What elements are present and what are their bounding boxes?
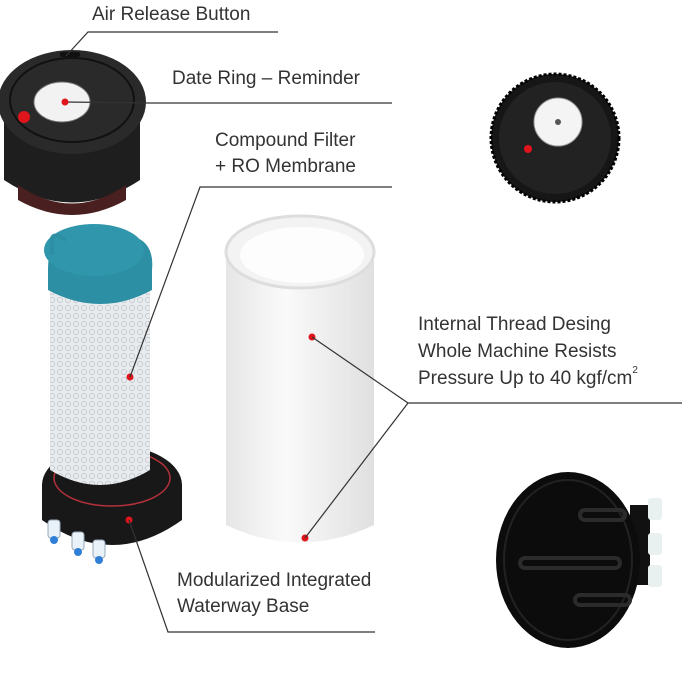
label-date-ring: Date Ring – Reminder (172, 68, 360, 89)
label-modularized: Modularized Integrated (177, 570, 372, 591)
label-whole-machine: Whole Machine Resists (418, 341, 617, 362)
white-housing-tube (224, 214, 376, 543)
label-ro-membrane: + RO Membrane (215, 156, 356, 177)
label-waterway-base: Waterway Base (177, 596, 310, 617)
filter-cap-angled (0, 50, 149, 215)
label-compound-filter: Compound Filter (215, 130, 356, 151)
leader-lines (65, 31, 682, 633)
label-pressure: Pressure Up to 40 kgf/cm2 (418, 366, 638, 392)
label-internal-thread: Internal Thread Desing (418, 314, 611, 335)
pressure-text: Pressure Up to 40 kgf/cm (418, 368, 633, 389)
label-air-release-button: Air Release Button (92, 4, 251, 25)
pressure-superscript: 2 (632, 365, 638, 376)
compound-filter-cartridge (42, 224, 182, 564)
waterway-base-bottom-view (496, 472, 662, 648)
filter-cap-top-view (489, 72, 621, 204)
